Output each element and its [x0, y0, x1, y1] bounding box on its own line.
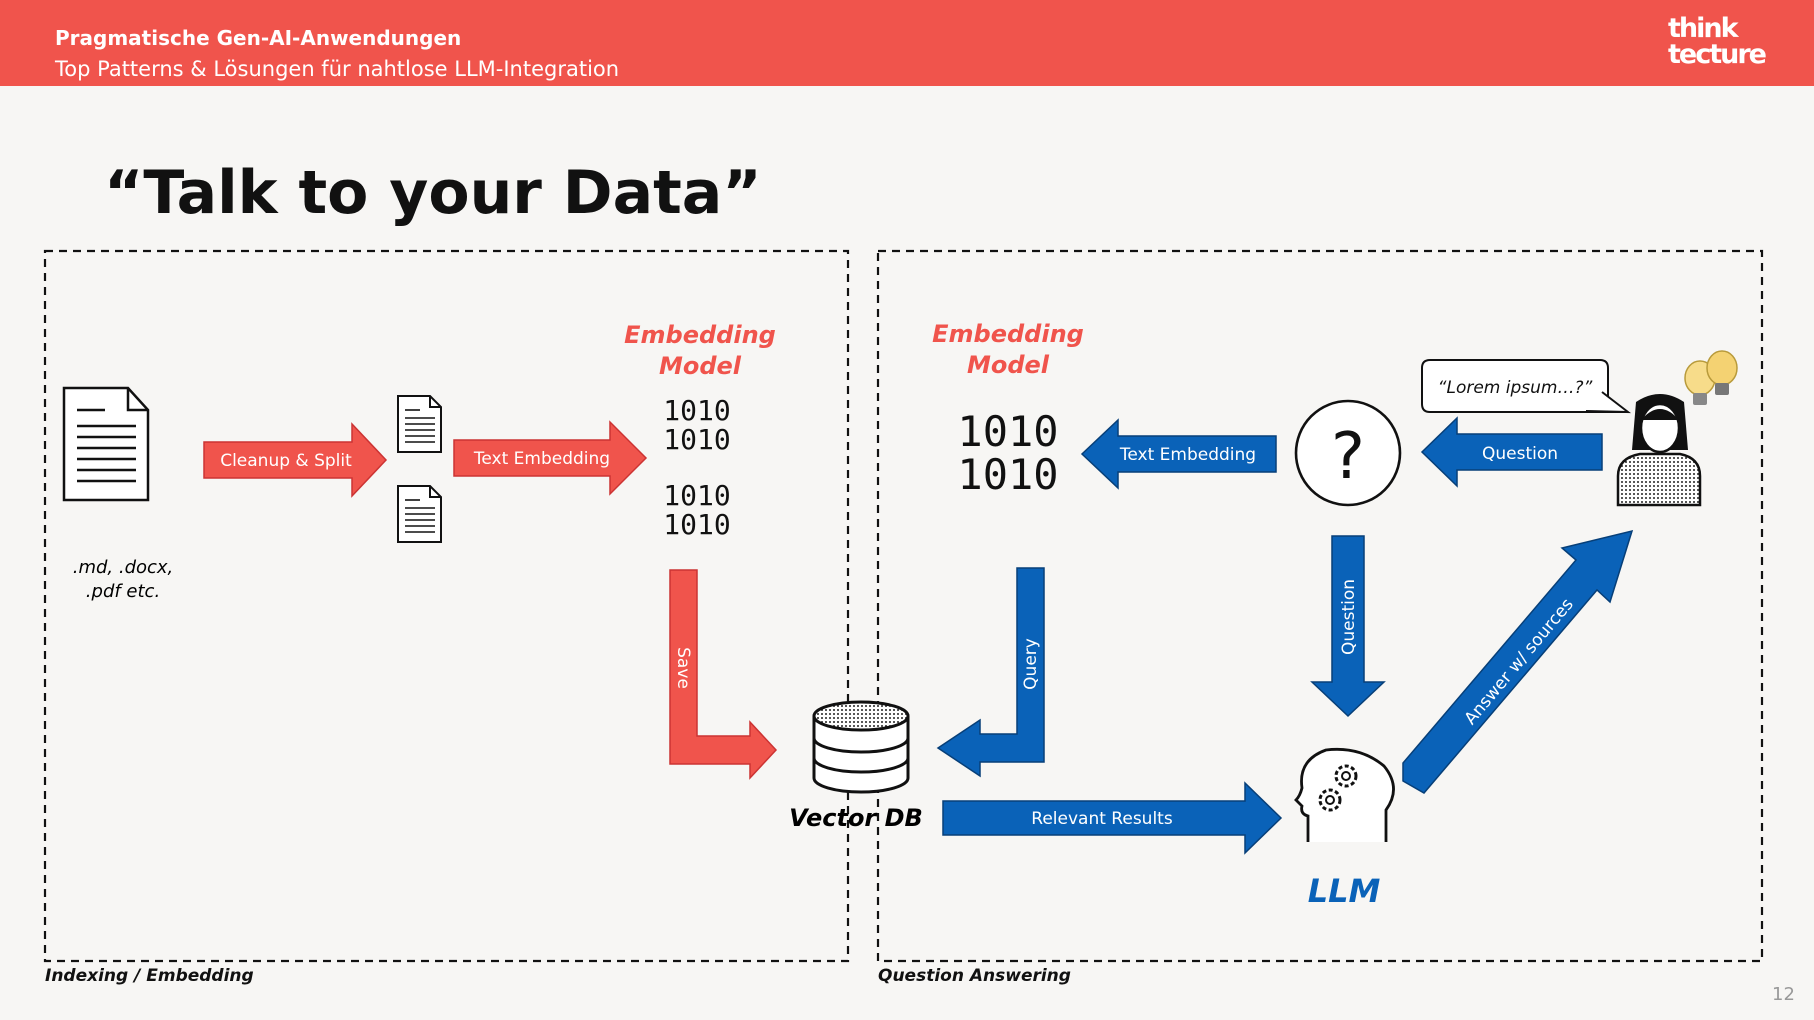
arrow-question-down: Question [1310, 535, 1386, 718]
binary-icon: 1010 1010 [957, 407, 1058, 499]
svg-text:?: ? [1331, 420, 1365, 494]
arrow-answer: Answer w/ sources [1402, 529, 1634, 794]
arrow-question-in-label: Question [1482, 444, 1558, 464]
slide-title: “Talk to your Data” [104, 158, 762, 228]
qa-arrow-text-embedding-label: Text Embedding [1119, 445, 1256, 465]
qa-frame [876, 249, 1764, 963]
header-title: Pragmatische Gen-AI-Anwendungen [55, 26, 462, 50]
database-icon [812, 700, 910, 794]
arrow-text-embedding-qa: Text Embedding [1080, 418, 1277, 490]
lightbulb-icon [1684, 350, 1738, 405]
qa-frame-label: Question Answering [878, 966, 1071, 986]
binary-text: 1010 [663, 394, 730, 427]
brain-gears-icon [1294, 747, 1395, 842]
header-subtitle: Top Patterns & Lösungen für nahtlose LLM… [55, 57, 620, 81]
page-icon [397, 395, 442, 453]
indexing-frame-label: Indexing / Embedding [45, 966, 254, 986]
binary-text: 1010 [957, 450, 1058, 499]
binary-icon: 1010 1010 1010 1010 [663, 394, 730, 541]
binary-text: 1010 [663, 479, 730, 512]
arrow-question-down-label: Question [1339, 579, 1359, 655]
arrow-query: Query [936, 567, 1045, 778]
page-icon [397, 485, 442, 543]
user-icon [1616, 394, 1702, 507]
qa-embedding-model-label-line-1: Embedding [932, 320, 1084, 348]
slide-header: Pragmatische Gen-AI-Anwendungen Top Patt… [0, 0, 1814, 86]
arrow-save: Save [669, 569, 778, 780]
arrow-relevant-results: Relevant Results [942, 781, 1283, 855]
doc-formats-line-2: .pdf etc. [86, 581, 160, 602]
embedding-model-label-line-2: Model [659, 352, 742, 380]
qa-embedding-model-label-line-2: Model [967, 351, 1050, 379]
llm-label: LLM [1308, 872, 1381, 910]
logo-line-1: think [1668, 13, 1739, 44]
binary-text: 1010 [663, 508, 730, 541]
arrow-text-embedding-indexing: Text Embedding [453, 420, 648, 496]
binary-text: 1010 [663, 423, 730, 456]
speech-bubble-text: “Lorem ipsum…?” [1438, 378, 1593, 398]
page-number: 12 [1772, 984, 1795, 1005]
doc-formats-line-1: .md, .docx, [73, 557, 174, 578]
arrow-text-embedding-label: Text Embedding [473, 449, 610, 469]
arrow-answer-label: Answer w/ sources [1461, 595, 1578, 729]
arrow-relevant-results-label: Relevant Results [1031, 809, 1173, 829]
arrow-cleanup-split: Cleanup & Split [203, 422, 388, 498]
arrow-question-in: Question [1420, 416, 1603, 488]
embedding-model-label-line-1: Embedding [624, 321, 776, 349]
arrow-cleanup-label: Cleanup & Split [220, 451, 352, 471]
speech-bubble: “Lorem ipsum…?” [1421, 359, 1632, 414]
binary-text: 1010 [957, 407, 1058, 456]
vector-db-label: Vector DB [789, 804, 923, 832]
document-icon [62, 386, 150, 502]
question-icon: ? [1294, 399, 1402, 507]
arrow-save-label: Save [673, 647, 693, 689]
arrow-query-label: Query [1021, 638, 1041, 690]
